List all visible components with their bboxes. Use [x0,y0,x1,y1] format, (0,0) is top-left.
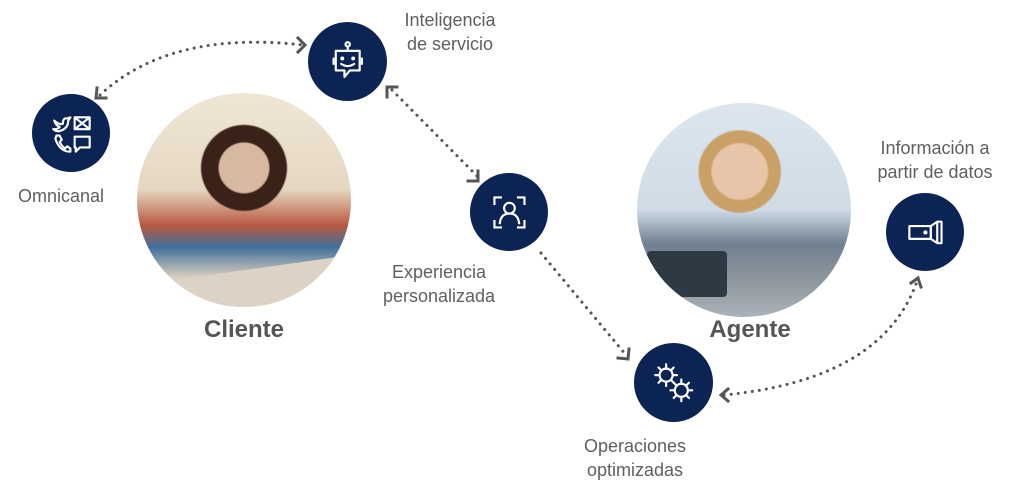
node-omnichannel [32,94,110,172]
chatbot-icon [332,40,363,78]
user-focus-icon [492,195,526,229]
node-personalized-experience [470,173,548,251]
client-photo [137,93,351,307]
phone-icon [53,134,71,153]
gears-icon [653,362,694,403]
connector-experience-operations [539,251,628,357]
arrowhead [295,35,308,55]
label-optimized-operations: Operaciones optimizadas [583,436,687,480]
label-data-insights: Información a partir de datos [877,138,993,182]
arrowhead [908,275,923,289]
agent-monitor [647,251,727,297]
client-title: Cliente [203,316,284,343]
connector-intelligence-experience [390,88,480,179]
node-optimized-operations [634,343,713,422]
arrowhead [466,169,480,183]
flashlight-icon [907,220,943,244]
twitter-icon [51,115,71,132]
label-service-intelligence: Inteligencia de servicio [404,10,496,54]
label-personalized-experience: Experiencia personalizada [382,262,496,306]
chat-icon [73,135,91,153]
arrowhead [385,85,399,99]
connector-omnichannel-intelligence [98,40,305,97]
omnichannel-icons [51,115,91,153]
mail-icon [73,115,91,130]
arrowhead [718,386,731,404]
label-omnichannel: Omnicanal [17,186,105,206]
arrowhead [616,347,631,361]
agent-title: Agente [709,316,791,343]
agent-photo [637,103,851,317]
node-service-intelligence [308,22,387,101]
node-data-insights [886,193,964,271]
arrowhead [94,86,108,100]
